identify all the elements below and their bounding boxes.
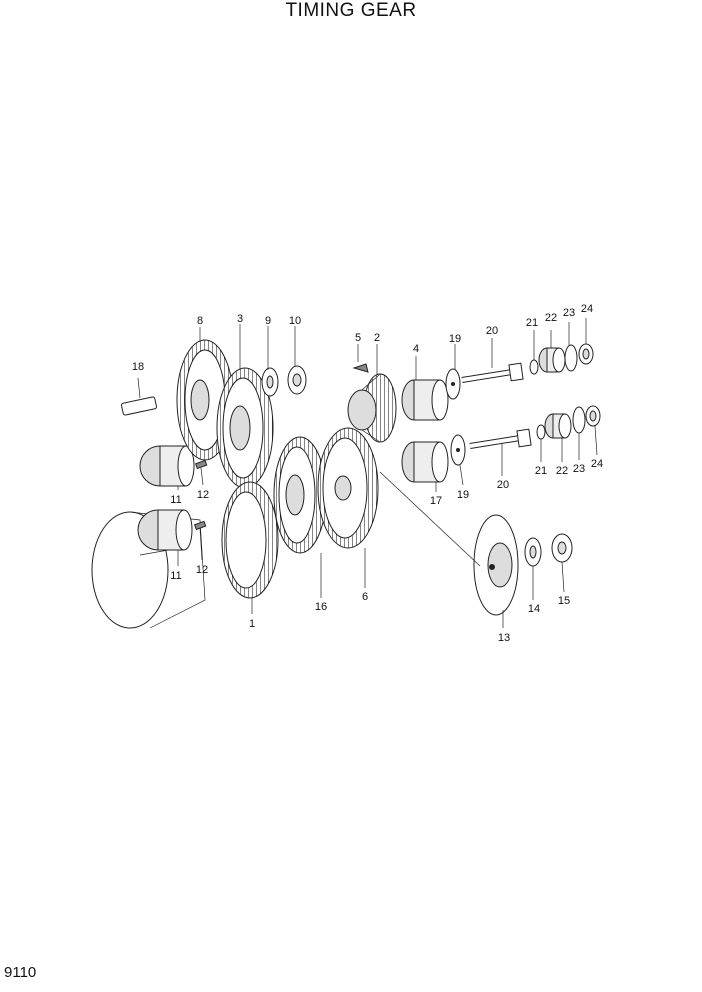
callout-3: 3 (237, 313, 243, 325)
part-6-gear (317, 427, 379, 549)
callout-1: 1 (249, 618, 255, 630)
part-23-ring-lower (572, 406, 586, 434)
callout-24-upper: 24 (581, 303, 593, 315)
part-10-nut (287, 365, 307, 395)
part-3-gear (216, 367, 274, 489)
callout-24-lower: 24 (591, 458, 603, 470)
part-15-nut (551, 533, 573, 563)
callout-12-lower: 12 (196, 564, 208, 576)
part-18-stud (120, 377, 158, 416)
part-19-washer-lower (450, 434, 466, 466)
callout-19-upper: 19 (449, 333, 461, 345)
callout-19-lower: 19 (457, 489, 469, 501)
callout-8: 8 (197, 315, 203, 327)
callout-22-upper: 22 (545, 312, 557, 324)
callout-13: 13 (498, 632, 510, 644)
part-21-ring-lower (536, 424, 546, 440)
callout-9: 9 (265, 315, 271, 327)
part-11-hub-upper (139, 445, 195, 487)
part-12-pin-upper (194, 459, 208, 470)
callout-11-lower: 11 (170, 570, 181, 582)
part-14-washer (524, 537, 542, 567)
callout-20-lower: 20 (497, 479, 509, 491)
part-20-bolt-upper (461, 362, 524, 383)
page-title: TIMING GEAR (285, 0, 417, 21)
part-13-plate (473, 514, 519, 616)
part-11-hub-lower (137, 509, 193, 551)
part-20-bolt-lower (469, 428, 532, 449)
alignment-line (379, 471, 481, 567)
part-23-ring-upper (564, 344, 578, 372)
part-16-gear (273, 436, 327, 554)
callout-23-lower: 23 (573, 463, 585, 475)
callout-2: 2 (374, 332, 380, 344)
callout-11-upper: 11 (170, 494, 181, 506)
callout-12-upper: 12 (197, 489, 209, 501)
callout-23-upper: 23 (563, 307, 575, 319)
part-5-key (352, 363, 369, 373)
callout-5: 5 (355, 332, 361, 344)
part-24-nut-lower (585, 405, 601, 427)
callout-4: 4 (413, 343, 419, 355)
callout-17: 17 (430, 495, 442, 507)
callout-6: 6 (362, 591, 368, 603)
callout-16: 16 (315, 601, 327, 613)
page-number: 9110 (4, 964, 37, 981)
part-19-washer-upper (445, 368, 461, 400)
part-17-bushing (401, 441, 449, 483)
part-12-pin-lower (193, 520, 207, 531)
leader-lines (177, 318, 598, 628)
callout-22-lower: 22 (556, 465, 568, 477)
callout-21-lower: 21 (535, 465, 547, 477)
part-4-bushing (401, 379, 449, 421)
callout-18: 18 (132, 361, 144, 373)
part-2-gear (347, 373, 397, 443)
callout-20-upper: 20 (486, 325, 498, 337)
part-22-sleeve-upper (538, 347, 566, 373)
callout-21-upper: 21 (526, 317, 538, 329)
part-24-nut-upper (578, 343, 594, 365)
callout-14: 14 (528, 603, 540, 615)
part-21-ring-upper (529, 359, 539, 375)
part-22-sleeve-lower (544, 413, 572, 439)
callout-10: 10 (289, 315, 301, 327)
part-9-washer (261, 367, 279, 397)
part-1-gear (221, 481, 279, 599)
callout-15: 15 (558, 595, 570, 607)
